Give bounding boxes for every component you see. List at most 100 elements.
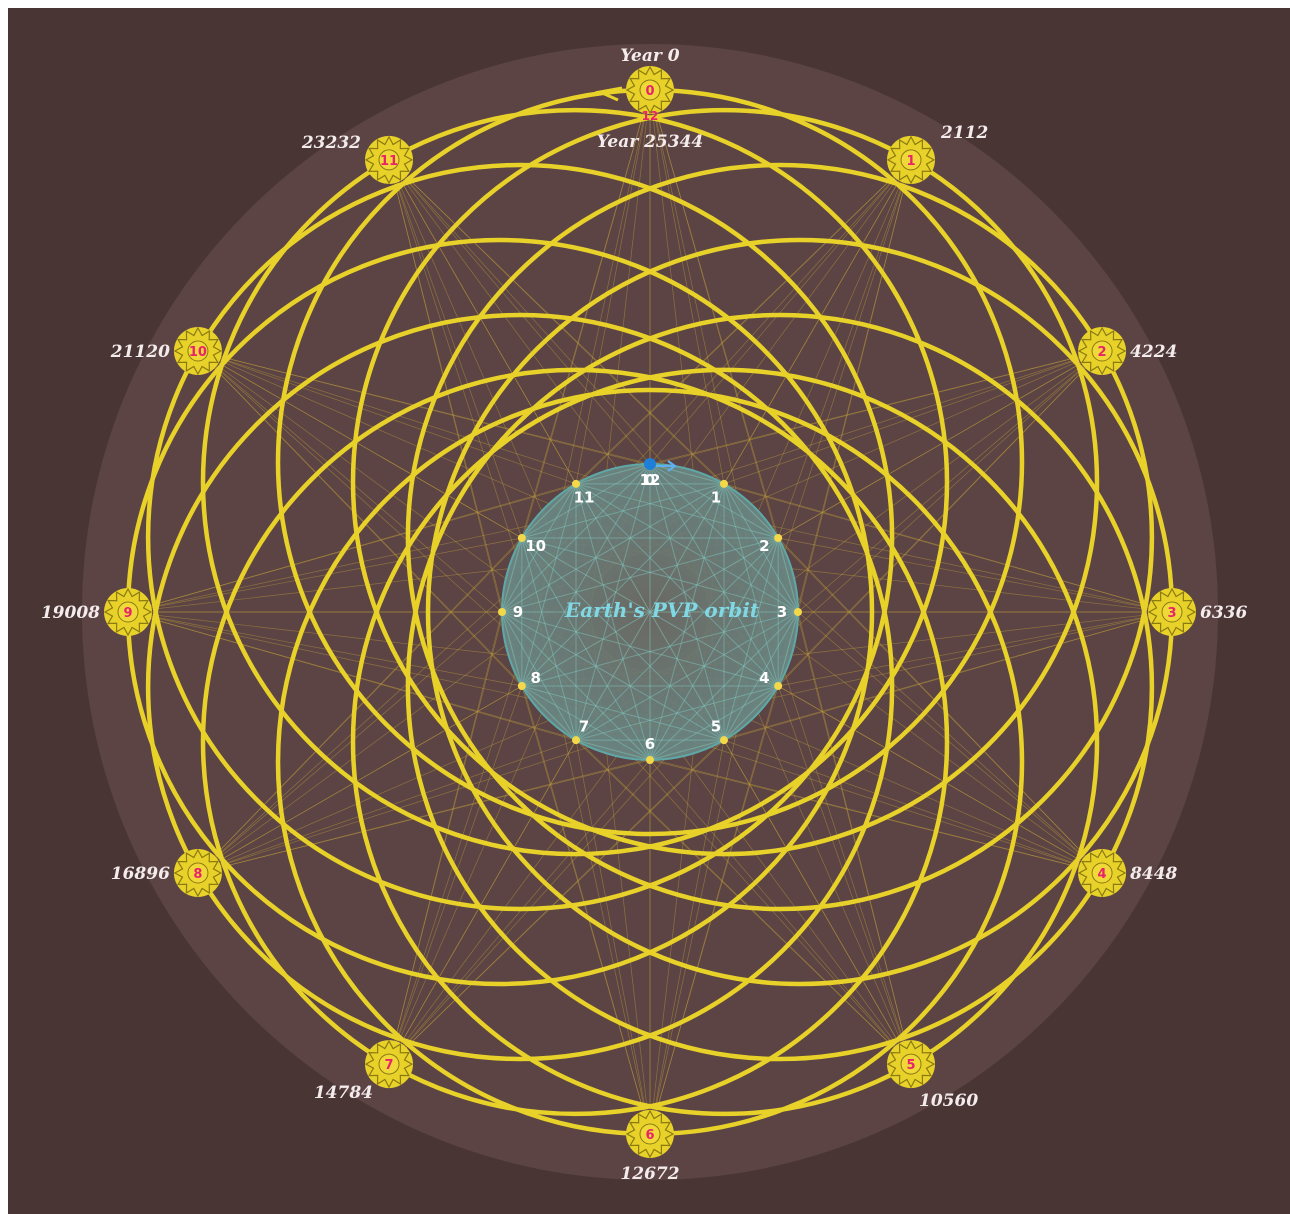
web-line [777,537,912,1065]
web-line [388,159,577,485]
web-line [197,350,503,613]
web-line [197,350,523,539]
inner-chord [649,739,725,761]
web-line [388,159,523,687]
web-line [127,611,522,687]
inner-chord [521,685,577,741]
web-line [575,89,651,484]
orbit-circle [350,367,1100,1117]
inner-chord [501,611,725,741]
station-year-label: 23232 [301,133,361,153]
web-line [388,159,725,485]
precession-orbit-circles [125,87,1175,1137]
inner-chord [649,483,725,761]
inner-point [517,534,526,542]
orbit-circle [200,107,950,857]
web-line [388,685,779,1065]
web-line [127,537,522,613]
svg-text:1: 1 [906,154,915,169]
station-year-label: 10560 [919,1091,978,1111]
station-badge: 10 [173,326,223,376]
web-line [777,159,912,539]
svg-text:0: 0 [645,84,654,99]
web-line [575,740,651,1135]
web-line [778,537,1173,613]
web-line [197,483,577,874]
year-end-badge: 12 [642,109,659,123]
inner-point [646,756,654,764]
inner-chord [521,537,725,741]
svg-text:8: 8 [193,867,202,882]
inner-point-label: 9 [513,603,523,621]
inner-point [774,682,783,690]
inner-chord [575,483,799,613]
station-year-label: 16896 [111,864,170,884]
inner-chord [575,537,779,741]
web-line [723,739,1103,874]
inner-chord [501,611,779,687]
inner-point [572,479,580,488]
web-line [649,159,912,465]
web-line [197,739,725,874]
inner-point-label: 8 [530,669,540,687]
inner-point [720,736,728,745]
web-line [388,159,651,465]
inner-chord [777,611,799,687]
earth-marker [644,458,656,470]
year-zero-label: Year 0 [620,46,679,66]
inner-point [517,682,526,690]
station-badge: 5 [886,1039,936,1089]
station-badge: 2 [1077,326,1127,376]
web-line [649,611,1173,761]
web-line [575,350,1103,485]
inner-chord [575,463,651,485]
inner-point-label: 10 [525,537,546,555]
web-line [197,759,651,874]
svg-text:11: 11 [380,154,398,169]
station-badge: 3 [1147,587,1197,637]
web-line [197,537,523,874]
year-end-label: Year 25344 [597,132,704,152]
web-line [127,483,577,613]
inner-chord [501,611,523,687]
web-line [501,611,651,1135]
inner-chord [521,537,651,761]
web-line [649,759,912,1065]
inner-point [572,736,580,745]
inner-chord [575,483,651,761]
inner-point-label: 3 [777,603,787,621]
inner-start-label: 0 [645,471,655,489]
web-line [649,685,779,1135]
inner-chord [575,483,779,539]
web-line [723,350,1103,741]
inner-chord [649,463,725,741]
inner-point-label: 11 [574,489,595,507]
inner-point [720,479,728,488]
web-line [388,739,725,1065]
inner-point [794,608,802,616]
inner-chord [723,685,779,741]
svg-text:3: 3 [1167,606,1176,621]
orbit-circle [200,367,950,1117]
station-badge: 7 [364,1039,414,1089]
inner-point-label: 1 [711,489,721,507]
inner-point-label: 6 [645,735,655,753]
web-line [649,89,799,613]
web-line [723,739,912,1065]
web-line [723,611,1173,741]
web-line [197,350,651,465]
web-line [777,537,1103,874]
web-line [649,350,1103,465]
web-line [197,350,577,485]
web-line [197,739,577,874]
station-badge: 8 [173,848,223,898]
web-line [521,159,912,539]
inner-chord [575,739,651,761]
web-line [521,685,912,1065]
svg-text:4: 4 [1098,867,1107,882]
web-line [797,611,1103,874]
inner-chord [575,463,651,741]
web-line [723,159,912,485]
station-year-label: 21120 [110,342,170,362]
